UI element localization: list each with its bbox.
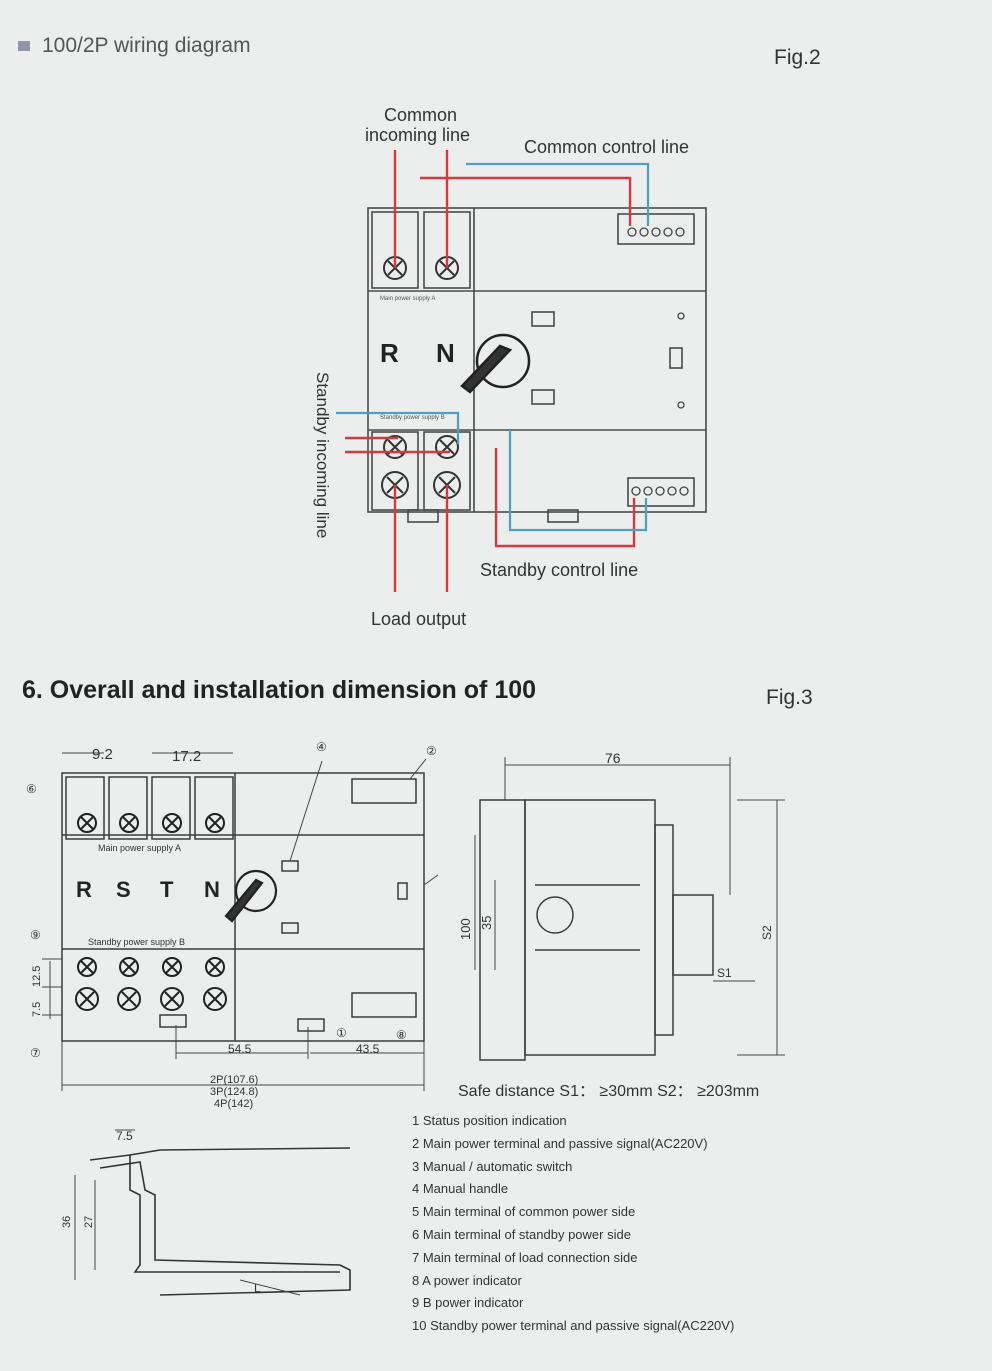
ats-device-body xyxy=(367,207,707,523)
legend-item: 8 A power indicator xyxy=(412,1272,522,1288)
blue-wires xyxy=(336,162,650,532)
label-common-control-line: Common control line xyxy=(524,137,690,157)
dim-s1: S1 xyxy=(717,966,732,980)
legend-item: 10 Standby power terminal and passive si… xyxy=(412,1318,735,1334)
front-view-drawing: R S T N Main power supply A Standby powe… xyxy=(26,740,439,1110)
phase-n-label: N xyxy=(436,338,455,368)
legend-item: 2 Main power terminal and passive signal… xyxy=(412,1135,708,1151)
dim-100: 100 xyxy=(458,918,473,940)
dim-54-5: 54.5 xyxy=(228,1042,252,1056)
phase-n: N xyxy=(204,877,220,902)
side-view-drawing: 76 100 35 S1 S2 xyxy=(458,750,785,1061)
width-4p: 4P(142) xyxy=(214,1098,253,1110)
width-3p: 3P(124.8) xyxy=(210,1086,258,1098)
marker-1: ① xyxy=(336,1026,347,1040)
component-legend: 1 Status position indication 2 Main powe… xyxy=(412,1110,734,1338)
wiring-diagram: R N Main power supply A Standby power su… xyxy=(336,150,707,592)
phase-t: T xyxy=(160,877,174,902)
square-bullet-icon xyxy=(18,41,30,51)
safe-distance-note: Safe distance S1： ≥30mm S2： ≥203mm xyxy=(458,1083,760,1100)
section-title-wiring: 100/2P wiring diagram xyxy=(18,34,251,58)
rail-dim-l: L xyxy=(254,1281,261,1295)
legend-item: 3 Manual / automatic switch xyxy=(412,1158,573,1174)
dim-9-2: 9.2 xyxy=(92,746,113,763)
phase-r-label: R xyxy=(380,338,399,368)
wiring-title: 100/2P wiring diagram xyxy=(42,34,251,57)
dim-35: 35 xyxy=(479,916,494,930)
rail-dim-27: 27 xyxy=(83,1216,95,1228)
legend-item: 6 Main terminal of standby power side xyxy=(412,1226,631,1242)
marker-9: ⑨ xyxy=(30,928,41,942)
standby-supply-label: Standby power supply B xyxy=(380,415,445,421)
dim-12-5: 12.5 xyxy=(31,966,43,987)
rail-dim-36: 36 xyxy=(61,1216,73,1228)
marker-7: ⑦ xyxy=(30,1046,41,1060)
front-main-supply: Main power supply A xyxy=(98,843,181,853)
fig-3-label: Fig.3 xyxy=(766,686,813,709)
legend-item: 1 Status position indication xyxy=(412,1113,567,1128)
din-rail-drawing: 7.5 36 27 L xyxy=(61,1129,351,1296)
legend-item: 5 Main terminal of common power side xyxy=(412,1204,636,1220)
dim-43-5: 43.5 xyxy=(356,1042,380,1056)
marker-6: ⑥ xyxy=(26,782,37,796)
manual-handle-icon xyxy=(460,333,531,394)
front-standby-supply: Standby power supply B xyxy=(88,937,185,947)
red-wires xyxy=(345,150,636,592)
fig-2-label: Fig.2 xyxy=(774,46,821,69)
legend-item: 4 Manual handle xyxy=(412,1181,509,1197)
label-load-output: Load output xyxy=(371,609,467,629)
width-2p: 2P(107.6) xyxy=(210,1074,258,1086)
label-standby-control-line: Standby control line xyxy=(480,560,639,580)
marker-2: ② xyxy=(426,744,437,758)
dim-17-2: 17.2 xyxy=(172,748,201,765)
dim-76: 76 xyxy=(605,750,621,766)
marker-4: ④ xyxy=(316,740,327,754)
legend-item: 9 B power indicator xyxy=(412,1295,524,1311)
label-incoming-line: incoming line xyxy=(365,125,471,145)
terminal-screws xyxy=(381,256,461,499)
phase-s: S xyxy=(116,877,131,902)
marker-8: ⑧ xyxy=(396,1028,407,1042)
control-connector-pins xyxy=(627,227,689,496)
label-common: Common xyxy=(384,105,458,125)
rail-dim-7-5: 7.5 xyxy=(116,1129,133,1143)
section-title-dimension: 6. Overall and installation dimension of… xyxy=(22,676,537,704)
main-supply-label: Main power supply A xyxy=(380,296,435,302)
dim-s2: S2 xyxy=(760,925,774,940)
front-handle-icon xyxy=(224,869,278,923)
dim-7-5: 7.5 xyxy=(31,1002,43,1017)
legend-item: 7 Main terminal of load connection side xyxy=(412,1249,638,1265)
front-terminal-screws xyxy=(75,813,227,1011)
phase-r: R xyxy=(76,877,92,902)
